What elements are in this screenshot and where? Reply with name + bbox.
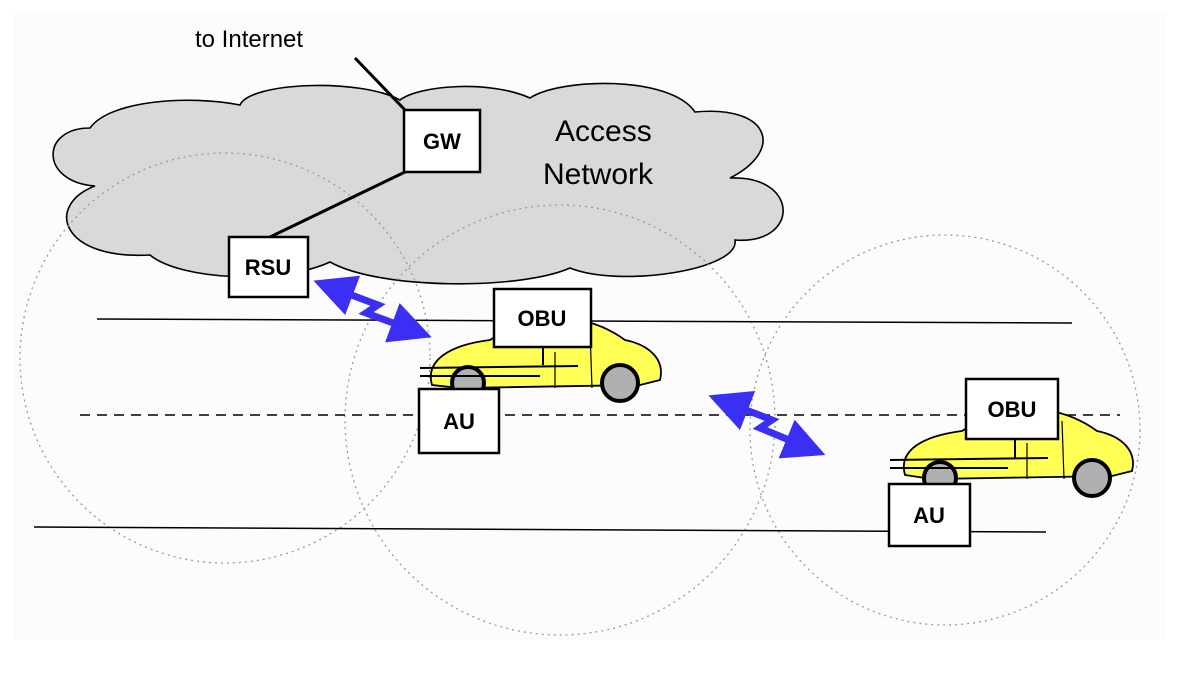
gw-node: GW <box>402 108 482 174</box>
wireless-link-car1-car2 <box>708 390 826 459</box>
car1-au-label: AU <box>443 409 475 434</box>
car2-front-wheel <box>1072 458 1112 498</box>
car1-bus-line-1 <box>419 365 579 369</box>
wireless-link-rsu-car1 <box>313 275 432 343</box>
internet-label: to Internet <box>195 26 303 53</box>
rsu-node: RSU <box>227 235 310 299</box>
vehicle-car1: OBU AU <box>417 287 662 455</box>
access-network-label-line2: Network <box>543 158 654 191</box>
gw-label: GW <box>423 129 461 154</box>
road-bottom-edge <box>33 526 1047 533</box>
car1-front-wheel <box>600 363 640 403</box>
car2-au-label: AU <box>913 503 945 528</box>
car1-obu-node: OBU <box>492 287 593 349</box>
access-network-label-line1: Access <box>555 115 652 148</box>
car2-obu-label: OBU <box>988 397 1037 422</box>
internet-link <box>353 56 407 112</box>
car1-obu-label: OBU <box>518 306 567 331</box>
car1-au-node: AU <box>417 387 501 455</box>
coverage-circle-rsu <box>19 152 431 564</box>
car2-au-node: AU <box>887 482 972 548</box>
vehicle-car2: OBU AU <box>887 377 1134 548</box>
rsu-label: RSU <box>245 255 291 280</box>
car2-obu-node: OBU <box>964 377 1060 441</box>
gw-rsu-link <box>267 170 406 240</box>
car2-bus-line-1 <box>889 457 1049 461</box>
